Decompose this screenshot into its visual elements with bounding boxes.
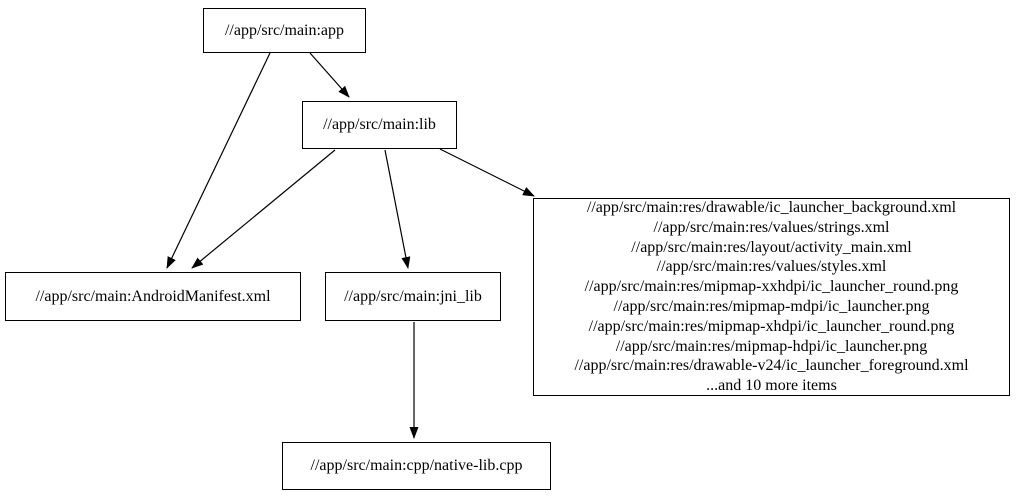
- node-app: //app/src/main:app: [203, 8, 366, 53]
- node-lib-label: //app/src/main:lib: [323, 116, 436, 134]
- node-androidmanifest: //app/src/main:AndroidManifest.xml: [5, 272, 301, 321]
- edge-app-to-androidmanifest: [166, 52, 271, 269]
- node-jnilib: //app/src/main:jni_lib: [325, 272, 501, 321]
- node-androidmanifest-label: //app/src/main:AndroidManifest.xml: [35, 287, 271, 305]
- node-app-label: //app/src/main:app: [224, 21, 345, 39]
- node-nativelib-label: //app/src/main:cpp/native-lib.cpp: [310, 457, 523, 475]
- edge-app-to-lib: [309, 52, 350, 98]
- edge-lib-to-androidmanifest: [191, 149, 336, 269]
- node-resources-group: //app/src/main:res/drawable/ic_launcher_…: [533, 198, 1010, 396]
- node-resources-group-label: //app/src/main:res/drawable/ic_launcher_…: [574, 199, 969, 395]
- node-nativelib: //app/src/main:cpp/native-lib.cpp: [282, 442, 551, 490]
- edge-lib-to-jnilib: [384, 149, 411, 269]
- node-jnilib-label: //app/src/main:jni_lib: [344, 287, 482, 305]
- node-lib: //app/src/main:lib: [302, 101, 457, 149]
- edge-lib-to-resources: [439, 148, 535, 197]
